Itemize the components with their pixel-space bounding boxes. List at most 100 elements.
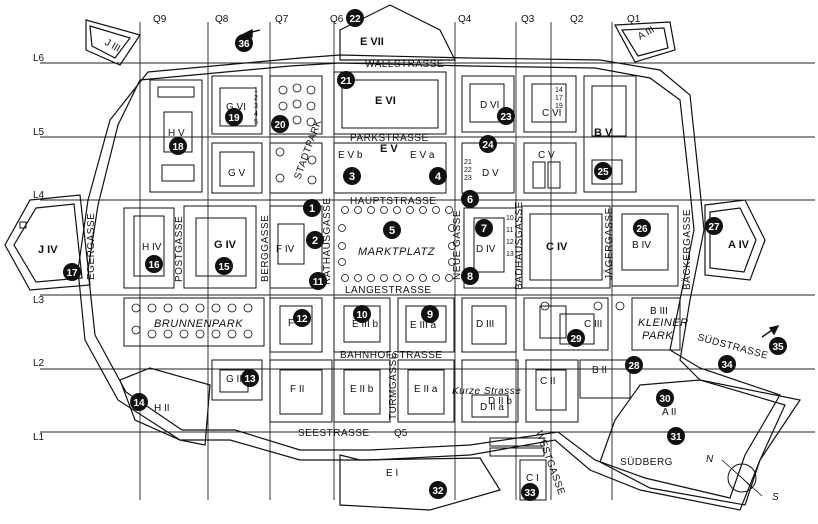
- block-e-iii-b: E III b: [352, 319, 379, 330]
- grid-row-labels: L6 L5 L4 L3 L2 L1: [33, 53, 45, 443]
- block-b-iv: B IV: [632, 240, 651, 251]
- street-kurze-strasse: Kurze Strasse: [452, 386, 521, 397]
- svg-text:14: 14: [133, 398, 145, 409]
- marker-35: 35: [769, 337, 787, 355]
- grid-col-q7: Q7: [275, 14, 289, 25]
- block-c-ii: C II: [540, 376, 556, 387]
- marker-27: 27: [705, 217, 723, 235]
- svg-text:10: 10: [356, 310, 368, 321]
- marker-19: 19: [225, 108, 243, 126]
- block-e-vi: E VI: [375, 95, 396, 107]
- svg-text:25: 25: [597, 167, 609, 178]
- compass-rose-icon: N S: [706, 454, 779, 503]
- svg-text:27: 27: [708, 222, 720, 233]
- area-brunnenpark: BRUNNENPARK: [154, 318, 243, 330]
- svg-text:23: 23: [500, 112, 512, 123]
- marker-20: 20: [271, 115, 289, 133]
- street-turmgasse: TURMGASSE: [388, 352, 399, 420]
- block-c-i: C I: [526, 473, 539, 484]
- park-trees: [131, 83, 625, 339]
- svg-text:12: 12: [296, 314, 308, 325]
- grid-col-q1: Q1: [627, 14, 641, 25]
- svg-text:21: 21: [340, 76, 352, 87]
- svg-text:16: 16: [148, 260, 160, 271]
- block-a-iii: A III: [636, 24, 656, 42]
- marker-7: 7: [475, 219, 493, 237]
- street-hauptstrasse: HAUPTSTRASSE: [350, 196, 437, 207]
- block-e-i: E I: [386, 468, 398, 479]
- area-marktplatz: MARKTPLATZ: [358, 246, 436, 258]
- grid-col-q8: Q8: [215, 14, 229, 25]
- block-labels: E VII E VI E V E V b E V a D VI C VI B V…: [38, 24, 750, 484]
- city-wall: [4, 4, 801, 511]
- street-baeckergasse: BÄCKERGASSE: [681, 209, 693, 290]
- street-rathausgasse: RATHAUSGASSE: [322, 198, 333, 286]
- svg-text:1: 1: [309, 203, 315, 215]
- marker-17: 17: [63, 263, 81, 281]
- grid-col-q5: Q5: [394, 428, 408, 439]
- street-parkstrasse: PARKSTRASSE: [350, 133, 429, 144]
- house-number: 11: [506, 227, 513, 234]
- svg-text:29: 29: [570, 334, 582, 345]
- block-h-v: H V: [168, 128, 185, 139]
- street-langestrasse: LANGESTRASSE: [345, 285, 432, 296]
- house-number: 22: [464, 167, 472, 174]
- svg-text:15: 15: [218, 262, 230, 273]
- house-number: 10: [506, 215, 514, 222]
- marker-4: 4: [429, 167, 447, 185]
- grid-col-q2: Q2: [570, 14, 584, 25]
- block-e-iii-a: E III a: [410, 320, 437, 331]
- grid-col-q4: Q4: [458, 14, 472, 25]
- street-seestrasse: SEESTRASSE: [298, 428, 370, 439]
- marker-16: 16: [145, 255, 163, 273]
- svg-text:8: 8: [467, 271, 473, 283]
- block-d-ii-b: D II b: [488, 396, 512, 407]
- compass-north-label: N: [706, 454, 714, 465]
- street-neue-gasse: NEUE GASSE: [452, 210, 463, 280]
- marker-32: 32: [429, 481, 447, 499]
- house-number: 21: [464, 159, 472, 166]
- arrowhead-icon: [768, 324, 780, 336]
- block-d-v: D V: [482, 168, 499, 179]
- grid-column-labels: Q9 Q8 Q7 Q6 Q5 Q4 Q3 Q2 Q1: [153, 14, 641, 439]
- block-f-iv: F IV: [276, 244, 295, 255]
- marker-12: 12: [293, 309, 311, 327]
- marker-26: 26: [633, 219, 651, 237]
- svg-text:9: 9: [427, 309, 433, 321]
- arrowhead-icon: [242, 28, 253, 39]
- block-a-ii: A II: [662, 407, 676, 418]
- svg-text:13: 13: [244, 374, 256, 385]
- block-e-vii: E VII: [360, 36, 384, 48]
- block-d-vi: D VI: [480, 100, 499, 111]
- svg-text:20: 20: [274, 120, 286, 131]
- svg-text:28: 28: [628, 361, 640, 372]
- block-d-ii-a: D II a: [480, 402, 504, 413]
- direction-arrows: [242, 28, 780, 338]
- block-c-iii: C III: [584, 319, 602, 330]
- house-number: 23: [464, 175, 472, 182]
- svg-text:2: 2: [312, 235, 318, 247]
- block-c-v: C V: [538, 150, 555, 161]
- block-b-iii: B III: [650, 306, 668, 317]
- block-b-ii: B II: [592, 365, 607, 376]
- grid-col-q9: Q9: [153, 14, 167, 25]
- marker-3: 3: [343, 167, 361, 185]
- house-number: 12: [506, 239, 514, 246]
- marker-25: 25: [594, 162, 612, 180]
- marker-22: 22: [346, 9, 364, 27]
- marker-29: 29: [567, 329, 585, 347]
- street-postgasse: POSTGASSE: [174, 216, 185, 282]
- marker-11: 11: [309, 272, 327, 290]
- marker-15: 15: [215, 257, 233, 275]
- block-f-ii: F II: [290, 384, 304, 395]
- block-g-ii: G II: [226, 374, 242, 385]
- compass-south-label: S: [772, 492, 779, 503]
- svg-text:34: 34: [721, 360, 733, 371]
- marker-31: 31: [667, 427, 685, 445]
- svg-text:22: 22: [349, 14, 361, 25]
- marker-8: 8: [461, 267, 479, 285]
- block-b-v: B V: [594, 127, 613, 139]
- svg-text:32: 32: [432, 486, 444, 497]
- street-labels: WALLSTRASSE PARKSTRASSE HAUPTSTRASSE LAN…: [86, 59, 770, 497]
